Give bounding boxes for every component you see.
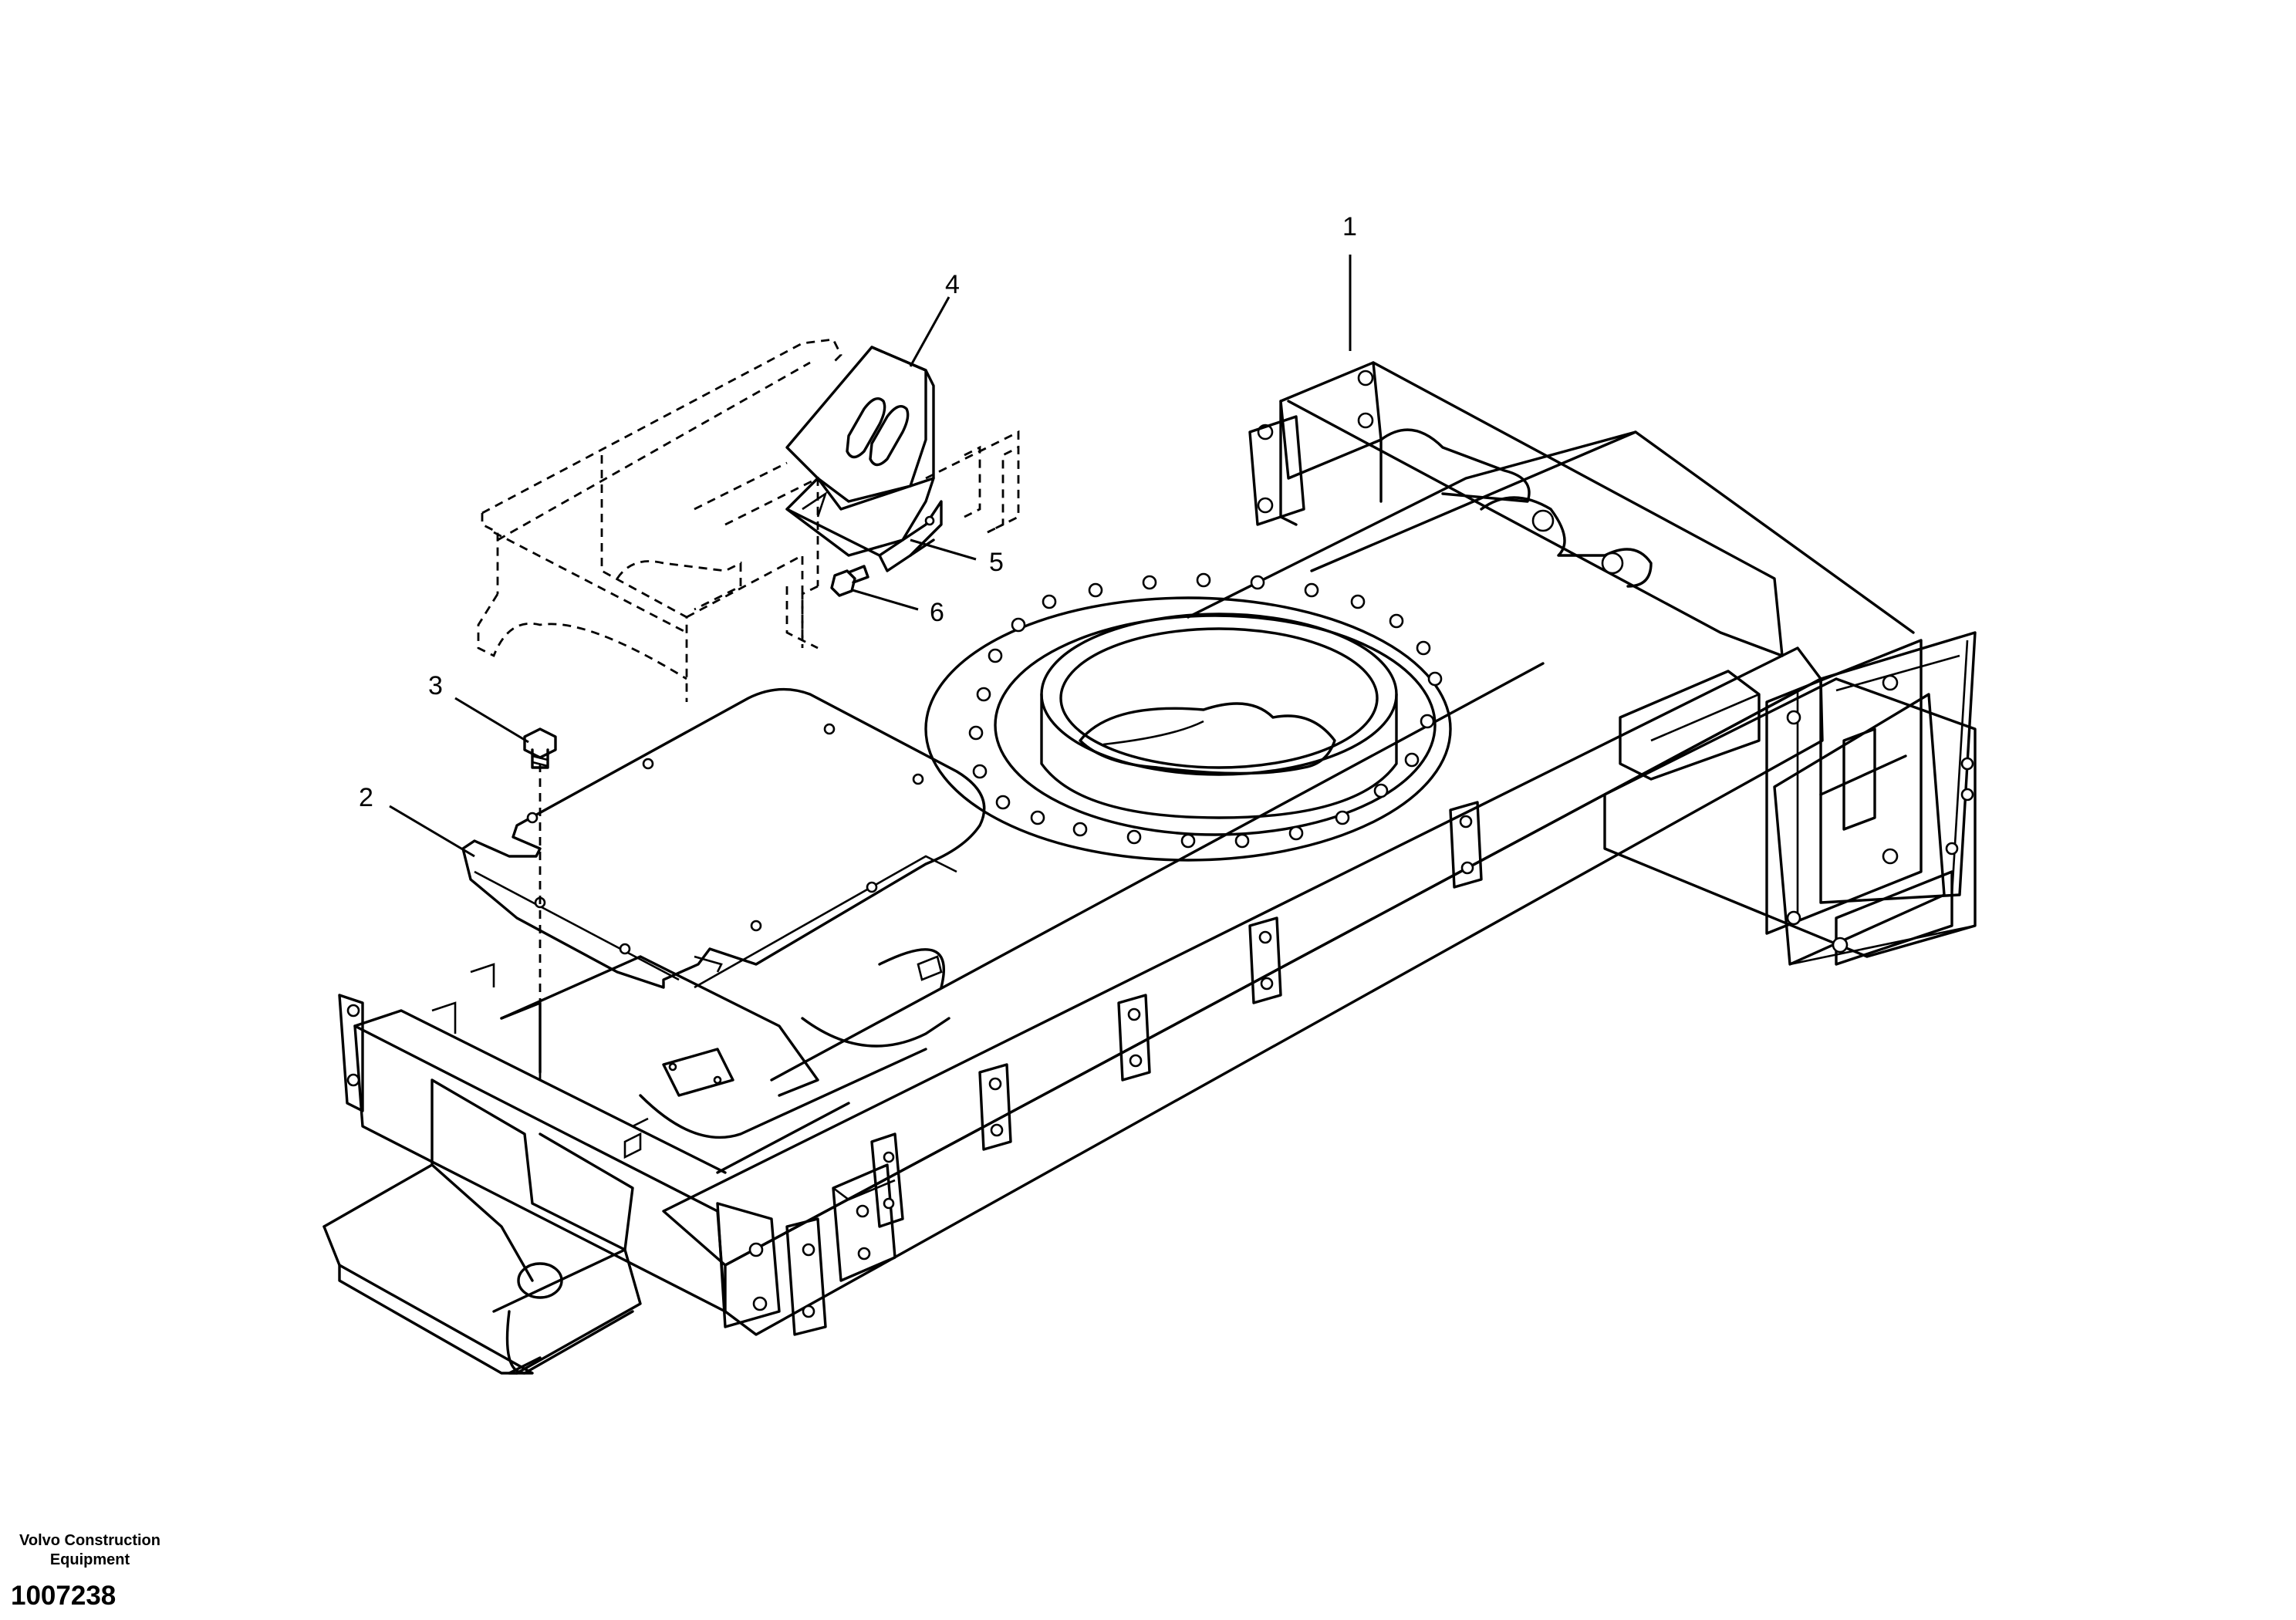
lower-frame — [322, 361, 1977, 1375]
bracket-4 — [785, 346, 935, 557]
bolt-6 — [830, 565, 869, 597]
callout-leader-4 — [909, 296, 950, 367]
callout-number-6: 6 — [930, 598, 944, 627]
cover-plate — [461, 687, 986, 989]
callout-leader-3 — [454, 697, 529, 744]
bolt-3 — [523, 727, 557, 1080]
slew-ring — [924, 572, 1452, 862]
callout-leader-2 — [389, 805, 475, 858]
callout-number-4: 4 — [945, 270, 960, 299]
callout-leader-5 — [910, 538, 977, 561]
drawing-footer: Volvo Construction Equipment 1007238 — [11, 1531, 169, 1612]
dashed-reference-structure — [477, 338, 1020, 702]
callout-leader-6 — [852, 589, 919, 611]
callout-number-3: 3 — [428, 671, 443, 700]
document-number: 1007238 — [11, 1581, 116, 1611]
callout-number-5: 5 — [989, 548, 1004, 577]
callouts: 1 2 3 4 5 6 — [359, 212, 1357, 858]
brand-label: Volvo Construction Equipment — [19, 1532, 160, 1568]
clamp-plate-5 — [785, 500, 943, 572]
callout-number-1: 1 — [1342, 212, 1357, 241]
callout-number-2: 2 — [359, 783, 373, 812]
